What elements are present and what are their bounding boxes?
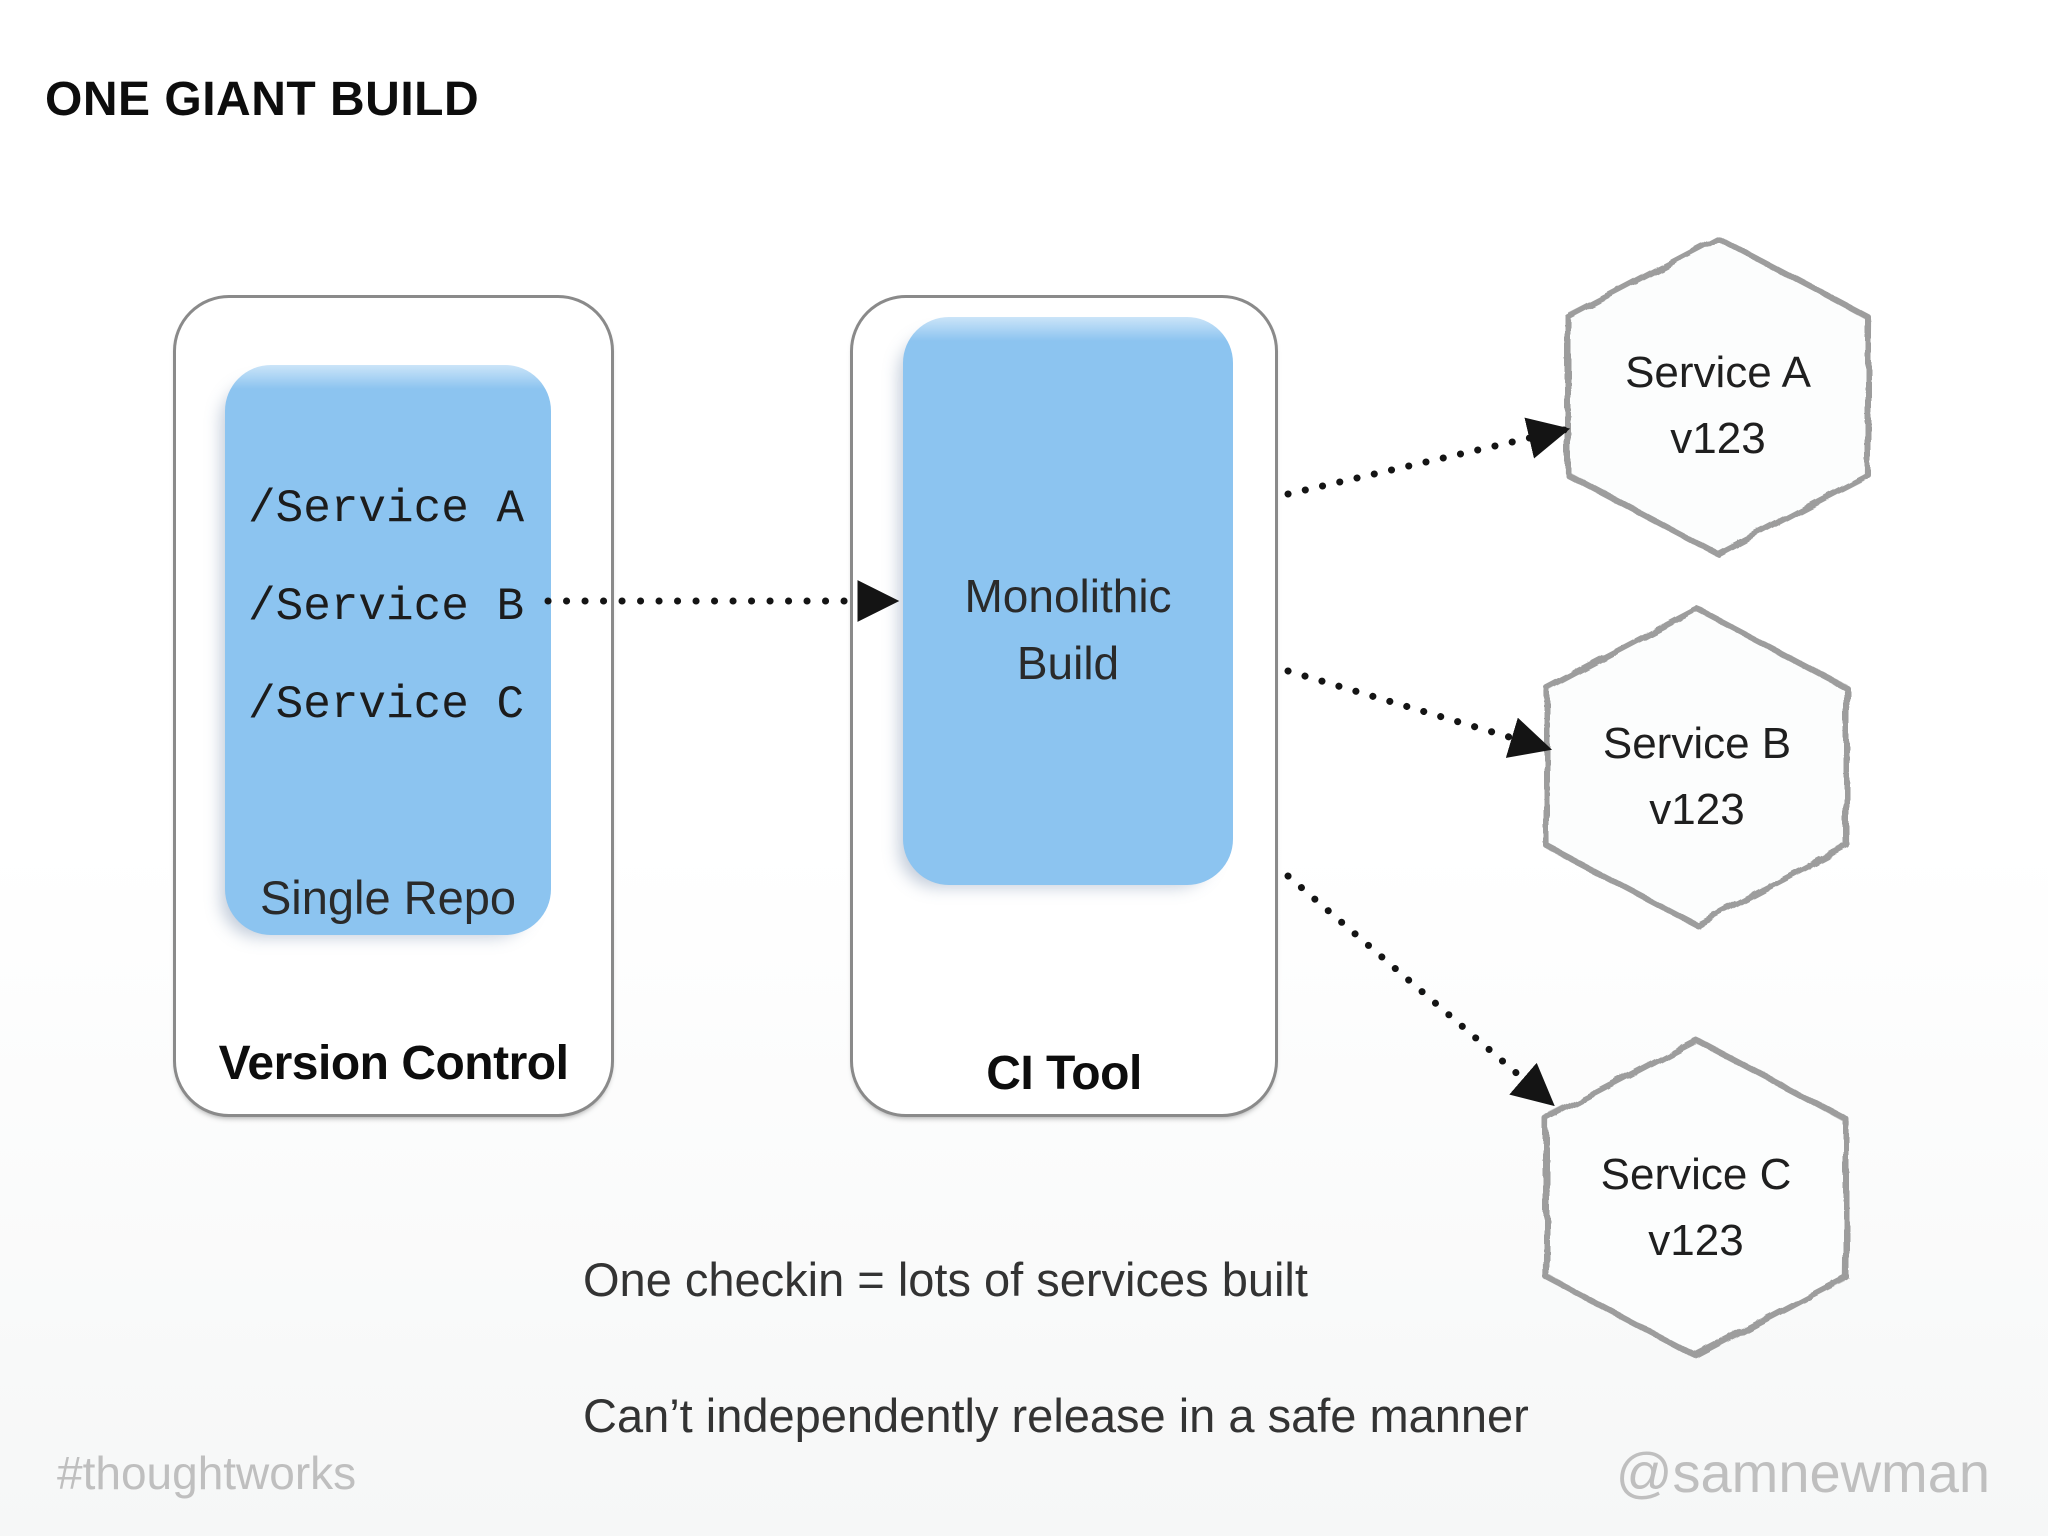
arrow-ci-to-service-c	[1284, 872, 1555, 1107]
service-c-name: Service C	[1600, 1150, 1792, 1199]
repo-folder-service-a: /Service A	[248, 483, 525, 535]
single-repo-caption: Single Repo	[259, 871, 517, 924]
monolithic-build-caption: Monolithic Build	[903, 563, 1233, 697]
monolithic-build-panel	[903, 317, 1233, 885]
footer-handle: @samnewman	[1615, 1441, 1990, 1504]
arrow-ci-to-service-b	[1284, 667, 1553, 758]
repo-folder-service-c: /Service C	[248, 679, 525, 731]
note-cant-release: Can’t independently release in a safe ma…	[583, 1389, 1529, 1442]
service-b-label: Service B v123	[1547, 711, 1847, 843]
service-a-version: v123	[1670, 414, 1766, 463]
footer-hashtag: #thoughtworks	[57, 1447, 357, 1499]
arrow-ci-to-service-a	[1284, 417, 1571, 498]
note-one-checkin: One checkin = lots of services built	[583, 1253, 1308, 1306]
version-control-label: Version Control	[218, 1037, 569, 1090]
monolithic-build-line1: Monolithic	[964, 570, 1172, 622]
service-a-label: Service A v123	[1568, 340, 1868, 472]
service-b-hexagon-echo	[1543, 607, 1851, 927]
service-a-hexagon-echo	[1564, 236, 1872, 556]
service-c-label: Service C v123	[1546, 1142, 1846, 1274]
service-hexagons	[1542, 235, 1872, 1359]
repo-folder-service-b: /Service B	[248, 581, 525, 633]
service-c-hexagon-echo	[1542, 1038, 1850, 1358]
single-repo-panel	[225, 365, 551, 935]
service-b-name: Service B	[1602, 719, 1792, 768]
service-b-version: v123	[1649, 785, 1745, 834]
monolithic-build-line2: Build	[1016, 637, 1120, 689]
ci-tool-label: CI Tool	[986, 1047, 1142, 1100]
slide-title: ONE GIANT BUILD	[45, 73, 480, 126]
service-a-name: Service A	[1625, 348, 1811, 397]
service-c-version: v123	[1648, 1216, 1744, 1265]
